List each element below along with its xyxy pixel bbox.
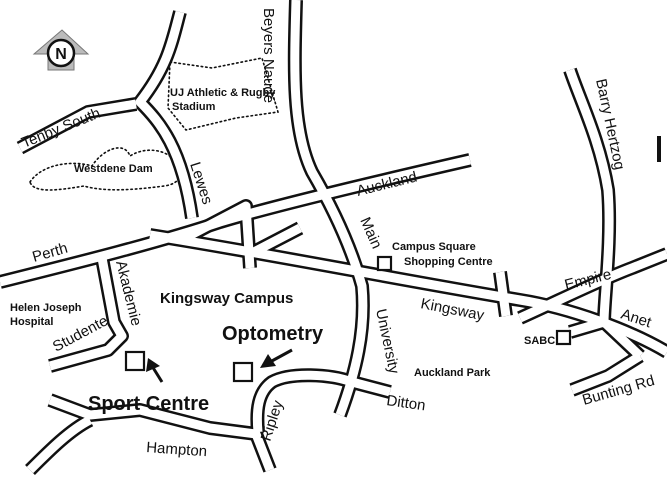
optometry-marker (232, 361, 254, 383)
stadium-label-line2: Stadium (172, 101, 216, 113)
kingsway-campus-label: Kingsway Campus (160, 290, 293, 307)
campus-square-label-line1: Campus Square (392, 241, 476, 253)
compass-label: N (55, 46, 67, 63)
campus-square-label-line2: Shopping Centre (404, 256, 493, 268)
helen-joseph-label-line2: Hospital (10, 316, 53, 328)
campus-square-marker (376, 255, 393, 272)
edge-mark (657, 136, 661, 162)
road-label-beyers-naude: Beyers Naudé (260, 8, 277, 103)
sport-centre-arrow-icon (146, 358, 164, 383)
road-label-ditton: Ditton (385, 392, 426, 414)
sabc-marker (555, 329, 572, 346)
helen-joseph-label-line1: Helen Joseph (10, 302, 82, 314)
road-label-tenby-south: Tenby South (19, 105, 103, 152)
north-compass-icon: N (32, 29, 90, 71)
stadium-boundary (167, 57, 280, 131)
stadium-label-line1: UJ Athletic & Rugby (170, 87, 276, 99)
sabc-label: SABC (524, 335, 555, 347)
sport-centre-marker (124, 350, 146, 372)
road-label-university: University (372, 307, 402, 375)
westdene-dam-label: Westdene Dam (74, 163, 153, 175)
road-label-kingsway: Kingsway (419, 295, 486, 324)
optometry-arrow-icon (260, 348, 293, 368)
auckland-park-label: Auckland Park (414, 367, 491, 379)
optometry-label: Optometry (222, 323, 324, 345)
road-label-main: Main (356, 215, 385, 252)
road-label-hampton: Hampton (146, 439, 208, 460)
sport-centre-label: Sport Centre (88, 393, 209, 415)
